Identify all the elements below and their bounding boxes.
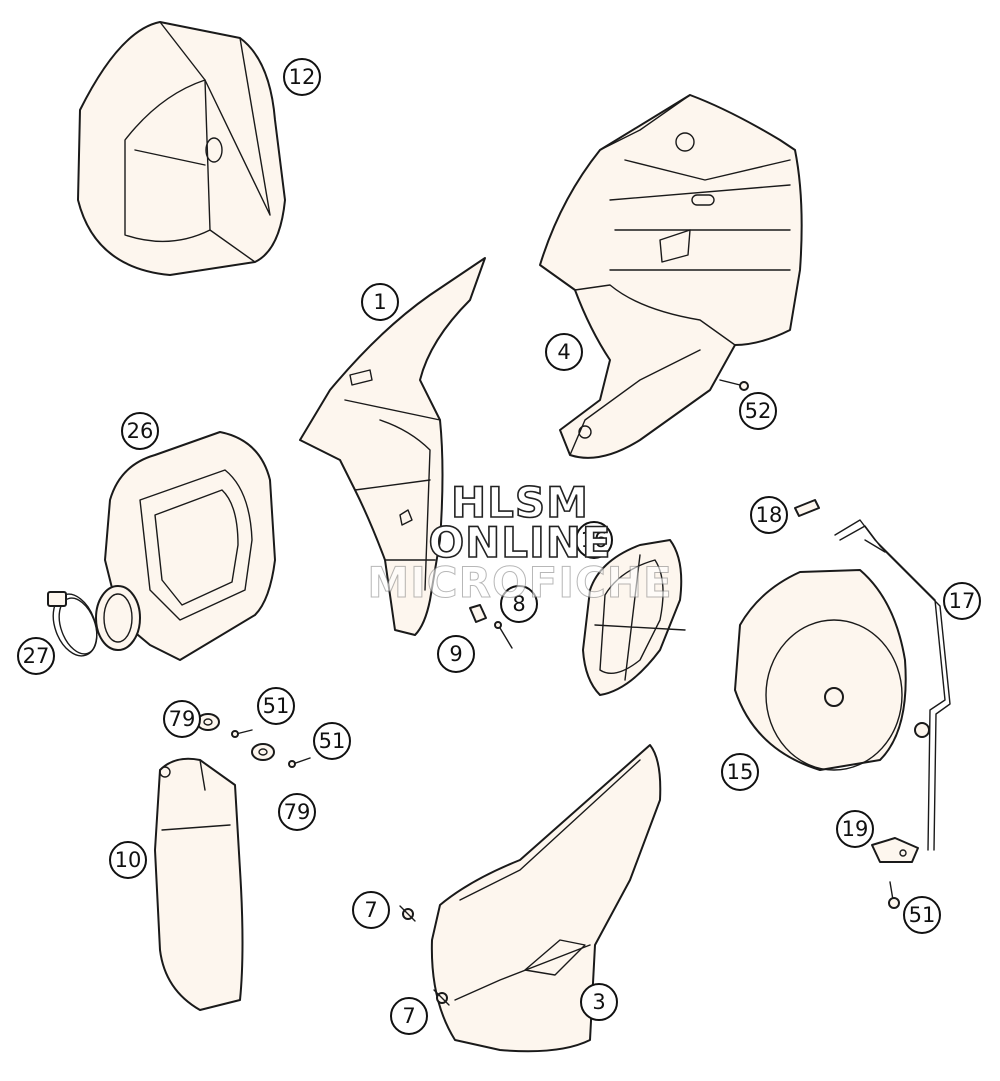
callout-label: 51 — [319, 729, 346, 753]
callout-label: 16 — [581, 528, 608, 552]
part-51-screw-right — [888, 881, 900, 909]
callout-51-middle: 51 — [313, 722, 351, 760]
part-12-filter-cover — [77, 21, 286, 276]
callout-79-lower: 79 — [278, 793, 316, 831]
callout-label: 10 — [115, 848, 142, 872]
callout-51-right: 51 — [903, 896, 941, 934]
part-79-grommet-upper — [196, 713, 220, 731]
callout-17: 17 — [943, 582, 981, 620]
callout-79-upper: 79 — [163, 700, 201, 738]
part-3-number-plate — [430, 744, 662, 1053]
callout-label: 9 — [449, 642, 462, 666]
callout-8: 8 — [500, 585, 538, 623]
callout-27: 27 — [17, 637, 55, 675]
callout-label: 51 — [909, 903, 936, 927]
callout-label: 18 — [756, 503, 783, 527]
callout-18: 18 — [750, 496, 788, 534]
callout-51-upper: 51 — [257, 687, 295, 725]
part-19-bracket — [871, 837, 919, 863]
part-15-air-filter — [734, 569, 907, 771]
callout-label: 27 — [23, 644, 50, 668]
callout-label: 12 — [289, 65, 316, 89]
callout-1: 1 — [361, 283, 399, 321]
callout-label: 15 — [727, 760, 754, 784]
callout-4: 4 — [545, 333, 583, 371]
part-9-clip — [469, 604, 487, 623]
part-27-hose-clamp — [47, 591, 98, 657]
part-18-pin — [794, 499, 820, 517]
part-51-screw-middle — [288, 757, 311, 768]
callout-15: 15 — [721, 753, 759, 791]
callout-label: 4 — [557, 340, 570, 364]
callout-label: 8 — [512, 592, 525, 616]
callout-7-lower: 7 — [390, 997, 428, 1035]
callout-26: 26 — [121, 412, 159, 450]
callout-label: 79 — [284, 800, 311, 824]
callout-label: 3 — [592, 990, 605, 1014]
callout-52: 52 — [739, 392, 777, 430]
part-52-screw — [719, 379, 749, 391]
part-7-screw-lower — [433, 989, 450, 1006]
part-1-airbox-side — [299, 257, 486, 636]
callout-label: 79 — [169, 707, 196, 731]
callout-9: 9 — [437, 635, 475, 673]
part-8-bolt — [494, 621, 513, 649]
part-7-screw-upper — [399, 905, 416, 922]
callout-16: 16 — [575, 521, 613, 559]
callout-label: 26 — [127, 419, 154, 443]
part-4-air-box — [539, 94, 803, 459]
callout-10: 10 — [109, 841, 147, 879]
callout-label: 17 — [949, 589, 976, 613]
callout-label: 7 — [364, 898, 377, 922]
callout-label: 52 — [745, 399, 772, 423]
callout-19: 19 — [836, 810, 874, 848]
callout-label: 7 — [402, 1004, 415, 1028]
part-16-filter-cage — [582, 539, 686, 696]
part-26-intake-boot — [95, 431, 276, 661]
part-17-retainer-wire — [834, 519, 951, 851]
part-79-grommet-lower — [251, 743, 275, 761]
callout-12: 12 — [283, 58, 321, 96]
callout-label: 51 — [263, 694, 290, 718]
callout-label: 1 — [373, 290, 386, 314]
callout-label: 19 — [842, 817, 869, 841]
part-10-side-panel — [154, 757, 244, 1011]
part-51-screw-upper — [231, 729, 253, 738]
callout-3: 3 — [580, 983, 618, 1021]
callout-7-upper: 7 — [352, 891, 390, 929]
